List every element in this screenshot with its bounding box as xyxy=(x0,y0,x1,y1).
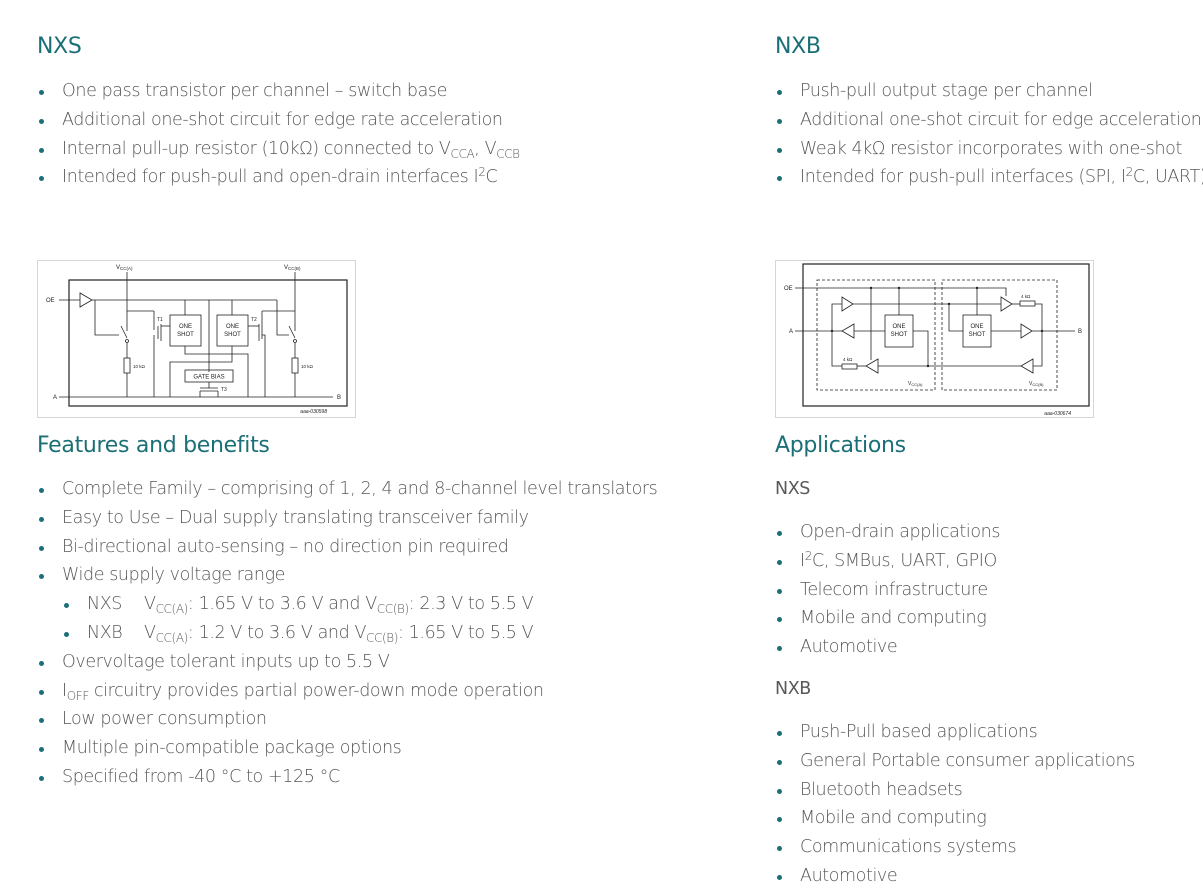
vcca-label: VCC(A) xyxy=(116,265,133,271)
vccb-label: VCC(B) xyxy=(284,265,301,271)
list-item: IOFF circuitry provides partial power-do… xyxy=(37,677,657,706)
list-item: Telecom infrastructure xyxy=(775,576,1000,605)
one-shot-label: ONE xyxy=(179,324,192,330)
applications-nxs-list: Open-drain applications I2C, SMBus, UART… xyxy=(775,518,1000,662)
figure-id: aaa-030598 xyxy=(300,409,327,415)
one-shot-label: ONE xyxy=(892,324,905,330)
list-item: Weak 4kΩ resistor incorporates with one-… xyxy=(775,135,1203,164)
applications-heading: Applications xyxy=(775,433,906,458)
list-item: Bi-directional auto-sensing – no directi… xyxy=(37,533,657,562)
list-item: Mobile and computing xyxy=(775,804,1135,833)
one-shot-label: ONE xyxy=(970,324,983,330)
list-item: Internal pull-up resistor (10kΩ) connect… xyxy=(37,135,520,164)
a-label: A xyxy=(789,329,793,335)
list-item: Automotive xyxy=(775,633,1000,662)
one-shot-label: SHOT xyxy=(177,332,194,338)
applications-nxs-label: NXS xyxy=(775,479,810,499)
list-item: Push-pull output stage per channel xyxy=(775,77,1203,106)
features-heading: Features and benefits xyxy=(37,433,270,458)
list-item: Intended for push-pull interfaces (SPI, … xyxy=(775,163,1203,192)
nxs-circuit-diagram: VCC(A) VCC(B) OE A B T1 T2 T3 ONE SHOT O… xyxy=(37,260,357,418)
features-list: Complete Family – comprising of 1, 2, 4 … xyxy=(37,475,658,792)
list-item: Intended for push-pull and open-drain in… xyxy=(37,163,520,192)
list-item: Low power consumption xyxy=(37,705,657,734)
oe-label: OE xyxy=(784,286,793,292)
vcca-label: VCC(A) xyxy=(908,381,923,387)
resistor-label: 10 kΩ xyxy=(133,364,146,369)
list-item: Push-Pull based applications xyxy=(775,718,1135,747)
list-item: Communications systems xyxy=(775,833,1135,862)
list-item: Easy to Use – Dual supply translating tr… xyxy=(37,504,657,533)
applications-nxb-list: Push-Pull based applications General Por… xyxy=(775,718,1135,891)
b-label: B xyxy=(337,395,341,401)
list-item: Specified from -40 °C to +125 °C xyxy=(37,763,657,792)
figure-id: aaa-030674 xyxy=(1044,411,1071,417)
one-shot-label: SHOT xyxy=(891,332,908,338)
resistor-label: 4 kΩ xyxy=(1021,294,1031,299)
list-item: Multiple pin-compatible package options xyxy=(37,734,657,763)
list-item: Mobile and computing xyxy=(775,604,1000,633)
list-item: Automotive xyxy=(775,862,1135,891)
oe-label: OE xyxy=(46,298,55,304)
gate-bias-label: GATE BIAS xyxy=(193,375,224,381)
list-item: Complete Family – comprising of 1, 2, 4 … xyxy=(37,475,658,504)
t2-label: T2 xyxy=(251,317,257,323)
list-item: Wide supply voltage range xyxy=(37,561,657,590)
list-item: Bluetooth headsets xyxy=(775,776,1135,805)
nxb-heading: NXB xyxy=(775,34,821,59)
resistor-label: 4 kΩ xyxy=(843,357,853,362)
list-item: Additional one-shot circuit for edge acc… xyxy=(775,106,1203,135)
list-item: Open-drain applications xyxy=(775,518,1000,547)
a-label: A xyxy=(53,395,57,401)
nxs-bullet-list: One pass transistor per channel – switch… xyxy=(37,77,520,192)
nxs-heading: NXS xyxy=(37,34,82,59)
one-shot-label: SHOT xyxy=(969,332,986,338)
one-shot-label: ONE xyxy=(226,324,239,330)
list-item: I2C, SMBus, UART, GPIO xyxy=(775,547,1000,576)
t1-label: T1 xyxy=(157,317,163,323)
list-item: General Portable consumer applications xyxy=(775,747,1135,776)
b-label: B xyxy=(1078,329,1082,335)
nxb-circuit-diagram: OE A B ONE SHOT ONE SHOT 4 kΩ 4 kΩ VCC(A… xyxy=(775,260,1095,418)
t3-label: T3 xyxy=(221,387,227,393)
vccb-label: VCC(B) xyxy=(1029,381,1044,387)
one-shot-label: SHOT xyxy=(224,332,241,338)
list-item: Overvoltage tolerant inputs up to 5.5 V xyxy=(37,648,657,677)
applications-nxb-label: NXB xyxy=(775,679,811,699)
resistor-label: 10 kΩ xyxy=(301,364,314,369)
list-item: Additional one-shot circuit for edge rat… xyxy=(37,106,520,135)
list-item: One pass transistor per channel – switch… xyxy=(37,77,520,106)
nxb-bullet-list: Push-pull output stage per channel Addit… xyxy=(775,77,1203,192)
